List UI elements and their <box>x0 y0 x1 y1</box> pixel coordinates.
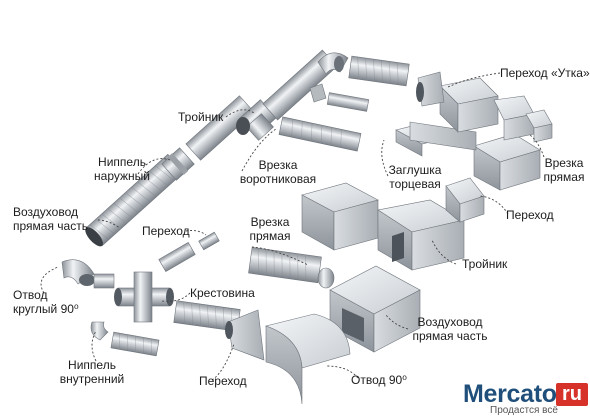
round-to-rect-transition-bottom <box>225 309 265 361</box>
round-duct-nipple-outer <box>161 147 195 181</box>
round-elbow-90 <box>61 259 95 286</box>
label-troynik-top: Тройник <box>178 110 224 124</box>
label-vrezka-pryamaya-right: Врезка прямая <box>543 156 585 184</box>
round-duct-spiral-cross <box>173 300 241 332</box>
label-perekhod-right: Переход <box>506 208 554 222</box>
rect-transition-right <box>445 177 485 223</box>
rect-end-cap <box>395 121 477 157</box>
label-vrezka-pryamaya-mid: Врезка прямая <box>249 215 291 243</box>
rect-duct-straight-upper <box>301 182 379 251</box>
round-cross <box>114 271 174 323</box>
label-otvod-90: Отвод 90⁰ <box>351 373 407 387</box>
rect-tap-straight <box>525 109 553 143</box>
label-krestovina: Крестовина <box>190 286 255 300</box>
label-nippel-naruzhny: Ниппель наружный <box>94 155 150 183</box>
label-vozdukhovod-left: Воздуховод прямая часть <box>13 205 88 233</box>
rect-tee <box>377 199 465 271</box>
watermark-logo-name: Mercatos <box>463 380 571 408</box>
round-duct-upper <box>185 95 255 161</box>
label-troynik-bottom: Тройник <box>462 257 508 271</box>
round-nipple-inner <box>90 321 160 357</box>
label-zaglushka-tortsevaya: Заглушка торцевая <box>388 163 442 191</box>
leader-lines <box>40 72 545 381</box>
label-vozdukhovod-right: Воздуховод прямая часть <box>412 315 488 343</box>
round-to-rect-transition-top <box>416 71 445 107</box>
label-vrezka-vorotnikovaya: Врезка воротниковая <box>239 158 317 186</box>
round-nipple-small <box>93 273 115 289</box>
round-small-pipe-top <box>309 83 370 112</box>
round-duct-spiral-top <box>348 55 410 87</box>
label-perekhod-mid: Переход <box>142 224 190 238</box>
collar-tap-duct <box>278 116 362 152</box>
label-nippel-vnutrenny: Ниппель внутренний <box>59 358 125 386</box>
round-tee-top <box>236 99 277 141</box>
label-perekhod-bottom: Переход <box>199 374 247 388</box>
watermark-logo-suffix: ru <box>556 383 588 406</box>
label-perekhod-utka: Переход «Утка» <box>500 66 590 80</box>
label-otvod-krugly: Отвод круглый 90⁰ <box>13 288 79 316</box>
round-pipe-mid-small <box>158 231 220 272</box>
watermark-tagline: Продастся всё <box>490 405 558 416</box>
rect-elbow-90 <box>264 313 351 405</box>
rect-duct-straight-right <box>473 133 541 191</box>
rect-duct-straight-lower <box>329 265 421 353</box>
rect-offset-duck <box>439 77 535 141</box>
round-duct-spiral-mid <box>248 246 335 289</box>
round-elbow-top <box>317 52 349 75</box>
